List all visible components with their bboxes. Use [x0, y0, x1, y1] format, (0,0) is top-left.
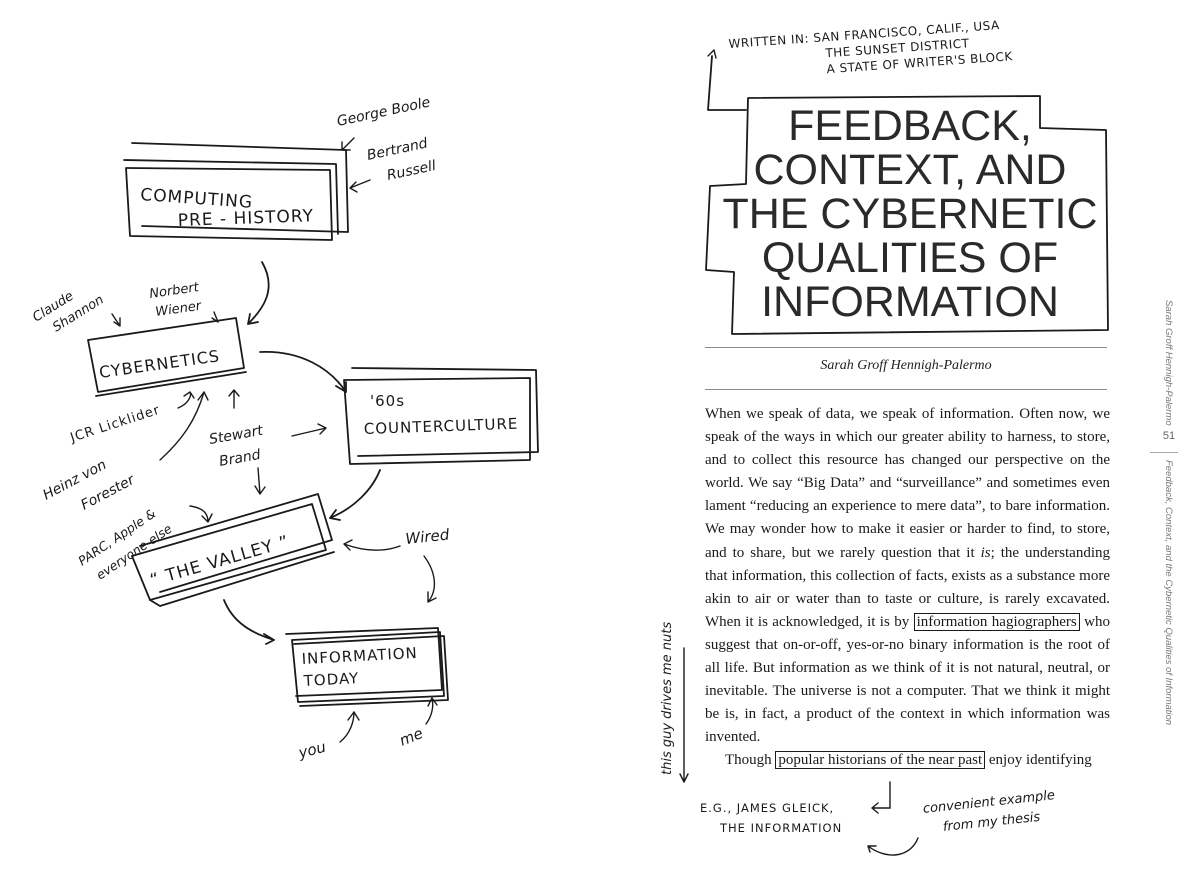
label-me: me	[397, 724, 426, 750]
margin-note: this guy drives me nuts	[656, 621, 676, 775]
text-run: enjoy identifying	[985, 752, 1092, 769]
paragraph: Though popular historians of the near pa…	[705, 749, 1110, 772]
author-rule-top	[705, 347, 1107, 348]
example-note: E.G., JAMES GLEICK, THE INFORMATION	[700, 798, 842, 838]
arrow	[343, 539, 401, 551]
thesis-note: convenient example from my thesis	[922, 786, 1058, 840]
page-number: 51	[1162, 430, 1176, 442]
example-note-line: THE INFORMATION	[720, 821, 843, 835]
label-licklider: JCR Licklider	[68, 403, 162, 446]
right-page: WRITTEN IN: SAN FRANCISCO, CALIF., USA T…	[600, 0, 1200, 870]
label-george-boole: George Boole	[336, 95, 432, 130]
node-label: PRE - HISTORY	[177, 206, 314, 231]
label-bertrand: Bertrand	[366, 135, 430, 163]
author-rule-bottom	[705, 389, 1107, 390]
node-label: '60s	[370, 392, 405, 410]
node-label: TODAY	[302, 669, 359, 690]
label-norbert: Norbert	[148, 280, 200, 302]
arrow	[679, 647, 689, 783]
arrow	[254, 467, 266, 495]
written-in-note: WRITTEN IN: SAN FRANCISCO, CALIF., USA T…	[728, 11, 1090, 84]
arrow	[223, 599, 275, 645]
text-run: ; the understanding that information, th…	[705, 544, 1110, 630]
node-label: INFORMATION	[301, 644, 418, 668]
node-label: COUNTERCULTURE	[364, 415, 519, 438]
text-run: Though	[725, 752, 776, 769]
arrow	[707, 49, 717, 59]
arrow	[341, 137, 355, 151]
arrow	[177, 391, 195, 409]
arrow	[867, 837, 919, 856]
arrow	[259, 351, 347, 393]
running-head-author: Sarah Groff Hennigh-Palermo	[1163, 300, 1174, 426]
text-run: who suggest that on-or-off, yes-or-no bi…	[705, 613, 1110, 746]
arrow	[228, 389, 240, 409]
running-head-title: Feedback, Context, and the Cybernetic Qu…	[1163, 460, 1174, 726]
paragraph: When we speak of data, we speak of infor…	[705, 403, 1110, 749]
label-wired: Wired	[405, 525, 451, 548]
annotated-phrase: popular historians of the near past	[775, 751, 986, 770]
arrow	[111, 313, 121, 327]
arrow	[159, 391, 209, 461]
chapter-author: Sarah Groff Hennigh-Palermo	[820, 358, 992, 373]
arrow	[247, 261, 270, 325]
arrow	[349, 179, 371, 193]
arrow	[871, 781, 891, 814]
node-the-valley: “ THE VALLEY ”	[131, 493, 335, 607]
title-line: INFORMATION	[761, 278, 1059, 326]
left-page: COMPUTING PRE - HISTORY George Boole Ber…	[30, 94, 539, 763]
title-line: CONTEXT, AND	[753, 146, 1067, 194]
label-stewart: Stewart	[208, 423, 265, 448]
arrow	[423, 555, 437, 603]
label-wiener: Wiener	[154, 298, 203, 319]
node-cybernetics: CYBERNETICS	[87, 317, 247, 397]
title-line: FEEDBACK,	[788, 102, 1032, 150]
node-label: “ THE VALLEY ”	[148, 532, 292, 591]
title-line: THE CYBERNETIC	[722, 190, 1098, 238]
page-number-rule	[1150, 452, 1178, 453]
history-sketch: COMPUTING PRE - HISTORY George Boole Ber…	[30, 95, 539, 762]
margin-note-text: this guy drives me nuts	[660, 621, 675, 775]
node-information-today: INFORMATION TODAY	[285, 627, 449, 707]
node-counterculture: '60s COUNTERCULTURE	[343, 367, 539, 465]
annotated-phrase: information hagiographers	[913, 612, 1080, 631]
arrow	[339, 711, 360, 743]
arrow	[425, 697, 438, 725]
node-label: CYBERNETICS	[98, 346, 221, 382]
text-run: When we speak of data, we speak of infor…	[705, 406, 1110, 561]
label-brand: Brand	[218, 447, 262, 470]
body-text: When we speak of data, we speak of infor…	[705, 403, 1110, 773]
example-note-line: E.G., JAMES GLEICK,	[700, 801, 835, 815]
label-you: you	[296, 738, 328, 762]
arrow	[329, 469, 381, 521]
arrow	[189, 505, 213, 523]
label-russell: Russell	[386, 158, 438, 184]
arrow	[291, 423, 327, 437]
title-line: QUALITIES OF	[761, 234, 1059, 282]
chapter-title: FEEDBACK, CONTEXT, AND THE CYBERNETIC QU…	[710, 104, 1110, 324]
node-computing-prehistory: COMPUTING PRE - HISTORY	[123, 142, 349, 241]
emphasis: is	[980, 544, 991, 561]
